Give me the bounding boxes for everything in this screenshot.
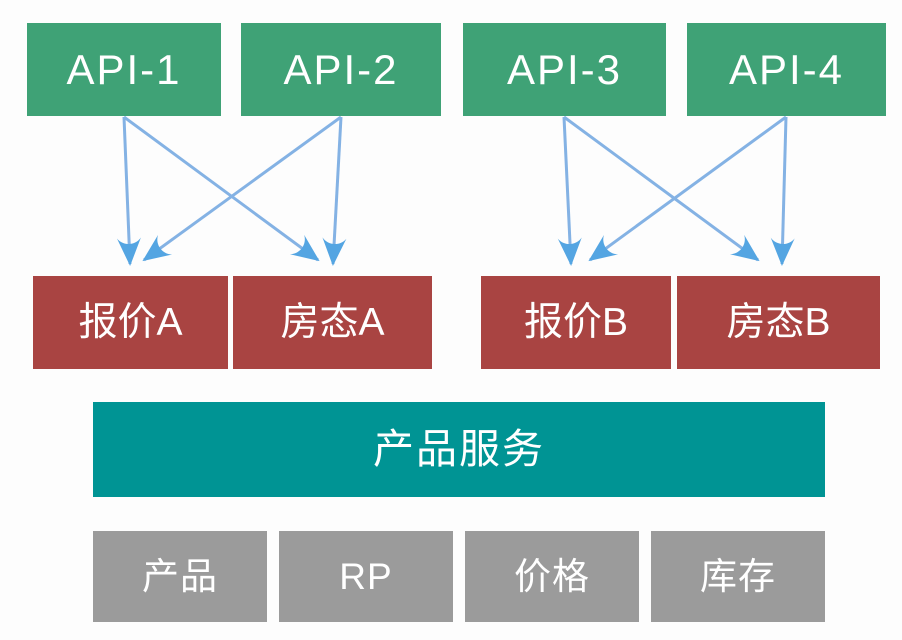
node-module-rp: RP (279, 531, 453, 622)
node-module-product: 产品 (93, 531, 267, 622)
node-api-3: API-3 (463, 23, 666, 116)
node-status-b: 房态B (677, 276, 880, 369)
node-module-inventory: 库存 (651, 531, 825, 622)
node-module-price: 价格 (465, 531, 639, 622)
node-api-1: API-1 (27, 23, 221, 116)
arrow-api1-to-quote-a (116, 116, 141, 266)
arrow-api2-to-status-a (322, 116, 347, 266)
arrow-api3-to-quote-b (557, 116, 582, 266)
node-quote-b: 报价B (481, 276, 671, 369)
node-api-2: API-2 (241, 23, 441, 116)
arrow-api1-to-status-a (123, 115, 320, 262)
node-quote-a: 报价A (33, 276, 228, 369)
arrow-api4-to-quote-b (588, 115, 787, 262)
arrow-api4-to-status-b (770, 116, 795, 266)
node-status-a: 房态A (233, 276, 432, 369)
node-api-4: API-4 (687, 23, 886, 116)
arrow-api3-to-status-b (563, 115, 760, 262)
arrow-api2-to-quote-a (142, 115, 342, 262)
node-product-service: 产品服务 (93, 402, 825, 497)
